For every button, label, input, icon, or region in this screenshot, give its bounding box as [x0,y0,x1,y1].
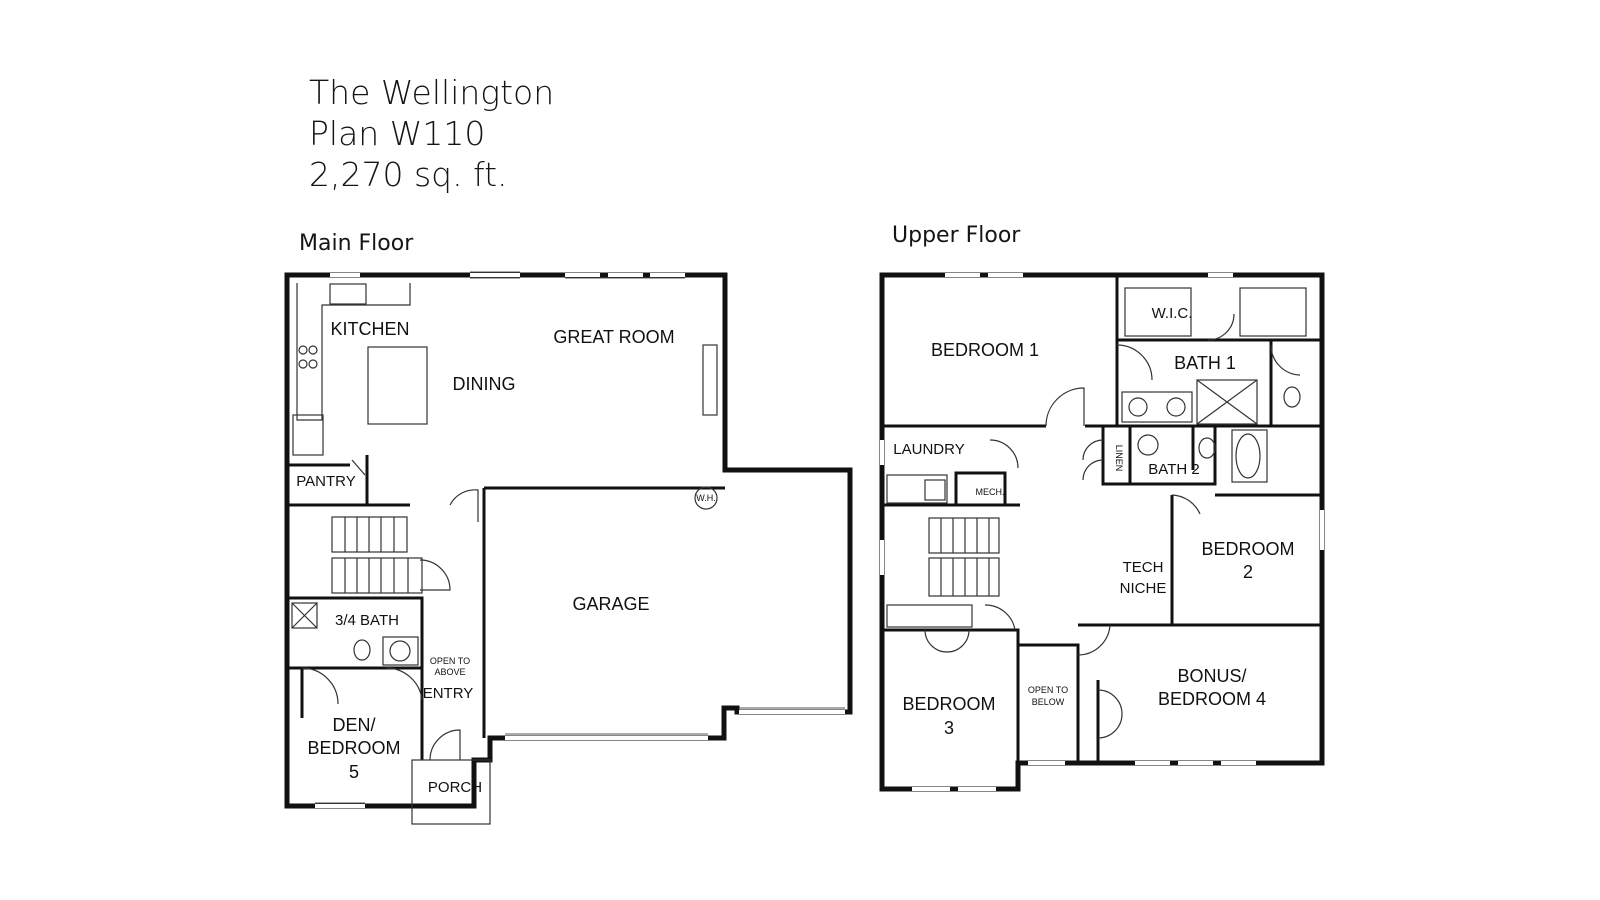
kitchen-counter [296,283,411,421]
room-wic: W.I.C. [1152,305,1193,322]
bath1-shower [1196,379,1258,425]
kitchen-sink [329,283,367,305]
room-den-line1: DEN/ [332,715,375,735]
room-bedroom2-line2: 2 [1243,562,1253,582]
room-entry: ENTRY [423,685,474,702]
room-mech: MECH. [976,487,1005,497]
open-to-below-line2: BELOW [1032,697,1065,707]
main-floor-label: Main Floor [299,231,414,256]
room-den-line2: BEDROOM [307,738,400,758]
main-floor-plan: KITCHEN GREAT ROOM DINING PANTRY W.H. GA… [284,271,853,825]
shower [291,602,318,629]
room-pantry: PANTRY [296,473,355,490]
plan-area: 2,270 sq. ft. [309,155,508,194]
room-den-line3: 5 [349,762,359,782]
room-tech-line1: TECH [1123,559,1164,576]
room-bedroom3-line2: 3 [944,718,954,738]
room-dining: DINING [453,374,516,394]
main-floor-outer-wall [284,272,853,809]
plan-number: Plan W110 [309,114,486,153]
room-bedroom3-line1: BEDROOM [902,694,995,714]
room-bonus-line1: BONUS/ [1177,666,1246,686]
toilet [353,639,371,661]
upper-floor-plan: BEDROOM 1 W.I.C. BATH 1 LAUNDRY LINEN BA… [879,272,1325,792]
room-three-quarter-bath: 3/4 BATH [335,612,399,629]
room-linen: LINEN [1114,445,1124,472]
room-bath2: BATH 2 [1148,461,1199,478]
room-garage: GARAGE [572,594,649,614]
water-heater-label: W.H. [696,493,716,503]
fireplace [702,344,718,416]
plan-title-block: The Wellington Plan W110 2,270 sq. ft. [309,72,554,195]
room-bedroom2-line1: BEDROOM [1201,539,1294,559]
room-porch: PORCH [428,779,482,796]
open-to-below-line1: OPEN TO [1028,685,1068,695]
room-kitchen: KITCHEN [330,319,409,339]
room-bath1: BATH 1 [1174,353,1236,373]
bath1-vanity [1121,391,1193,423]
upper-stairs [928,517,1000,597]
room-bedroom1: BEDROOM 1 [931,340,1039,360]
open-to-above-line2: ABOVE [434,667,465,677]
water-heater [694,486,718,510]
room-tech-line2: NICHE [1120,580,1167,597]
room-laundry: LAUNDRY [893,441,964,458]
refrigerator [292,414,324,456]
kitchen-island [367,346,428,425]
porch-outline [411,759,491,825]
main-stairs [331,516,423,594]
room-great-room: GREAT ROOM [553,327,674,347]
plan-name: The Wellington [309,73,555,112]
upper-floor-label: Upper Floor [892,223,1021,248]
room-bonus-line2: BEDROOM 4 [1158,689,1266,709]
bath-wall [287,596,424,670]
open-to-above-line1: OPEN TO [430,656,470,666]
